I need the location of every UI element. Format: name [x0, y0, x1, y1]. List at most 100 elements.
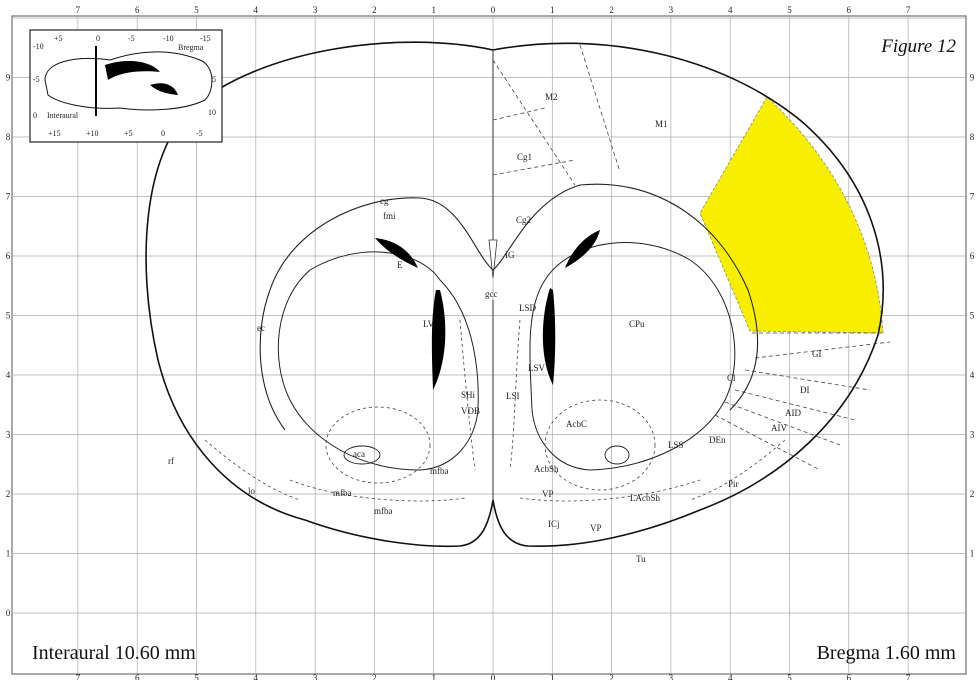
- inset-right-label: 5: [212, 75, 216, 84]
- top-tick-label: 7: [76, 5, 81, 15]
- top-tick-label: 3: [313, 5, 318, 15]
- left-tick-label: 8: [6, 132, 11, 142]
- anterior-commissure-right: [605, 446, 629, 464]
- left-tick-label: 4: [6, 370, 11, 380]
- label-shi: SHi: [461, 390, 476, 400]
- label-lsv: LSV: [528, 363, 546, 373]
- bottom-tick-label: 4: [728, 673, 733, 680]
- inset-top-label: -15: [200, 34, 211, 43]
- label-vdb: VDB: [461, 406, 480, 416]
- inset-bottom-label: 0: [161, 129, 165, 138]
- top-tick-label: 4: [728, 5, 733, 15]
- label-mfba-1: mfba: [430, 466, 449, 476]
- top-tick-label: 6: [135, 5, 140, 15]
- label-cg1: Cg1: [517, 152, 532, 162]
- bottom-tick-label: 6: [135, 673, 140, 680]
- midline-notch: [489, 240, 497, 278]
- top-tick-label: 2: [609, 5, 614, 15]
- external-capsule: [270, 184, 758, 410]
- label-m2: M2: [545, 92, 558, 102]
- left-tick-label: 6: [6, 251, 11, 261]
- label-aca: aca: [353, 449, 365, 459]
- left-external-capsule: [260, 290, 285, 430]
- right-tick-label: 1: [970, 549, 975, 559]
- label-lsi: LSI: [506, 391, 520, 401]
- top-tick-label: 1: [550, 5, 555, 15]
- label-lacbsh: LAcbSh: [630, 493, 660, 503]
- inset-right-label: 10: [208, 108, 216, 117]
- orientation-inset: +5 0 -5 -10 -15 Bregma -10 -5 0 5 10 Int…: [30, 30, 222, 142]
- label-di: DI: [800, 385, 810, 395]
- label-icj: ICj: [548, 519, 560, 529]
- inset-left-label: -5: [33, 75, 40, 84]
- inset-top-label: 0: [96, 34, 100, 43]
- label-vp-2: VP: [590, 523, 602, 533]
- inset-bottom-label: -5: [196, 129, 203, 138]
- top-tick-label: 5: [787, 5, 792, 15]
- inset-bottom-label: +5: [124, 129, 133, 138]
- bottom-tick-label: 3: [313, 673, 318, 680]
- label-fmi: fmi: [383, 211, 396, 221]
- inset-left-label: -10: [33, 42, 44, 51]
- right-ventricle-horn: [565, 230, 600, 268]
- left-tick-label: 9: [6, 73, 11, 83]
- inset-top-label: -5: [128, 34, 135, 43]
- label-pir: Pir: [728, 479, 739, 489]
- bottom-tick-label: 6: [847, 673, 852, 680]
- label-rf: rf: [168, 456, 174, 466]
- inset-bottom-label: +10: [86, 129, 99, 138]
- bottom-tick-label: 5: [194, 673, 199, 680]
- inset-top-label: +5: [54, 34, 63, 43]
- label-cl: Cl: [727, 373, 736, 383]
- bottom-tick-label: 2: [609, 673, 614, 680]
- subcortical-borders: [205, 320, 785, 501]
- interaural-label: Interaural 10.60 mm: [32, 642, 196, 665]
- bottom-tick-label: 3: [669, 673, 674, 680]
- right-tick-label: 5: [970, 311, 975, 321]
- label-mfba-3: mfba: [374, 506, 393, 516]
- label-cpu: CPu: [629, 319, 645, 329]
- label-acbc: AcbC: [566, 419, 587, 429]
- left-tick-label: 7: [6, 192, 11, 202]
- inset-bottom-label: +15: [48, 129, 61, 138]
- right-tick-label: 6: [970, 251, 975, 261]
- inset-top-label: -10: [163, 34, 174, 43]
- label-e: E: [397, 260, 403, 270]
- label-ec: ec: [257, 323, 265, 333]
- bottom-tick-label: 4: [254, 673, 259, 680]
- label-vp: VP: [542, 489, 554, 499]
- top-tick-label: 5: [194, 5, 199, 15]
- inset-bregma: Bregma: [178, 43, 204, 52]
- label-acbsh: AcbSh: [534, 464, 559, 474]
- top-tick-label: 1: [431, 5, 436, 15]
- label-lsd: LSD: [519, 303, 537, 313]
- label-mfba-2: mfba: [333, 488, 352, 498]
- label-m1: M1: [655, 119, 668, 129]
- bottom-tick-label: 0: [491, 673, 496, 680]
- label-ig: IG: [505, 250, 515, 260]
- bottom-tick-label: 5: [787, 673, 792, 680]
- inset-left-label: 0: [33, 111, 37, 120]
- left-tick-label: 3: [6, 430, 11, 440]
- bottom-tick-label: 7: [76, 673, 81, 680]
- label-lss: LSS: [668, 440, 684, 450]
- right-tick-label: 3: [970, 430, 975, 440]
- top-tick-label: 0: [491, 5, 496, 15]
- bregma-label: Bregma 1.60 mm: [817, 642, 956, 665]
- label-lv: LV: [423, 319, 435, 329]
- left-tick-label: 1: [6, 549, 11, 559]
- bottom-tick-label: 7: [906, 673, 911, 680]
- right-tick-label: 7: [970, 192, 975, 202]
- figure-title: Figure 12: [881, 36, 956, 58]
- label-den: DEn: [709, 435, 726, 445]
- left-tick-label: 0: [6, 608, 11, 618]
- left-tick-label: 2: [6, 489, 11, 499]
- label-cg2: Cg2: [516, 215, 531, 225]
- right-tick-label: 8: [970, 132, 975, 142]
- highlighted-cortex-region: [700, 97, 883, 333]
- top-tick-label: 6: [847, 5, 852, 15]
- bottom-tick-label: 1: [550, 673, 555, 680]
- inset-interaural: Interaural: [47, 111, 79, 120]
